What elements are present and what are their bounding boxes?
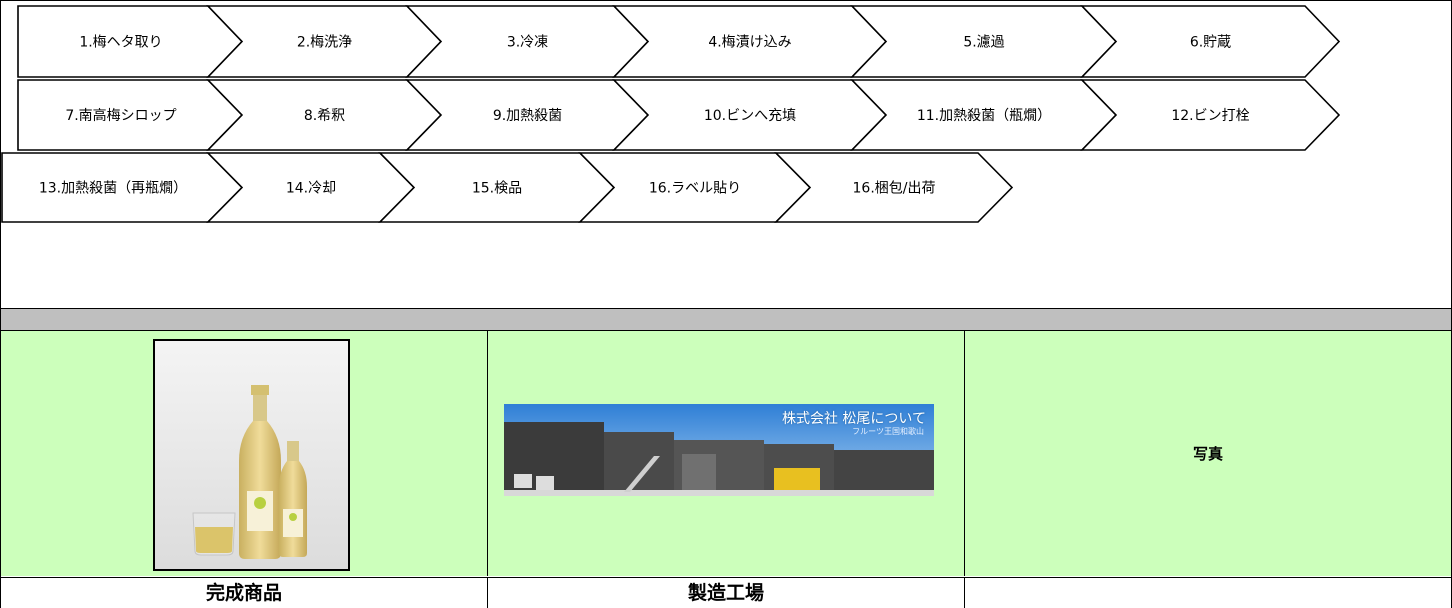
process-step-label: 2.梅洗浄 [297, 35, 352, 51]
photo-placeholder-label: 写真 [1192, 445, 1223, 463]
process-step-label: 10.ビンへ充填 [704, 108, 796, 124]
process-step-label: 7.南高梅シロップ [65, 107, 176, 124]
process-step-label: 6.貯蔵 [1190, 35, 1231, 51]
process-flow: 1.梅ヘタ取り 2.梅洗浄 3.冷凍 4.梅漬け込み 5.濾過 6.貯蔵 7.南高梅シロップ… [1, 5, 1341, 223]
process-step-label: 12.ビン打栓 [1171, 107, 1249, 124]
process-step-label: 11.加熱殺菌（瓶燗） [917, 108, 1051, 124]
process-step-label: 13.加熱殺菌（再瓶燗） [39, 181, 187, 197]
process-step-label: 16.梱包/出荷 [853, 181, 936, 197]
factory-photo: 株式会社 松尾について フルーツ王国和歌山 [504, 404, 934, 496]
process-step-label: 9.加熱殺菌 [493, 108, 562, 124]
process-step-label: 3.冷凍 [507, 35, 548, 51]
process-step-label: 8.希釈 [304, 108, 345, 124]
process-step-label: 14.冷却 [286, 181, 336, 197]
factory-banner-title: 株式会社 松尾について [781, 411, 926, 427]
process-step-label: 5.濾過 [963, 35, 1004, 51]
photo-cell: 写真 [965, 331, 1451, 576]
product-photo [153, 339, 350, 571]
factory-banner-subtitle: フルーツ王国和歌山 [852, 427, 924, 436]
process-step-arrow [1080, 79, 1341, 151]
factory-caption: 製造工場 [488, 577, 965, 608]
process-step-label: 15.検品 [472, 181, 522, 197]
process-step-arrow [1080, 5, 1341, 78]
process-step-label: 1.梅ヘタ取り [79, 35, 162, 51]
process-step-label: 16.ラベル貼り [649, 181, 741, 197]
process-step-label: 4.梅漬け込み [708, 35, 791, 51]
process-step-arrow [774, 152, 1014, 223]
empty-caption [965, 577, 1451, 608]
separator-band [1, 308, 1451, 331]
product-caption: 完成商品 [1, 577, 488, 608]
